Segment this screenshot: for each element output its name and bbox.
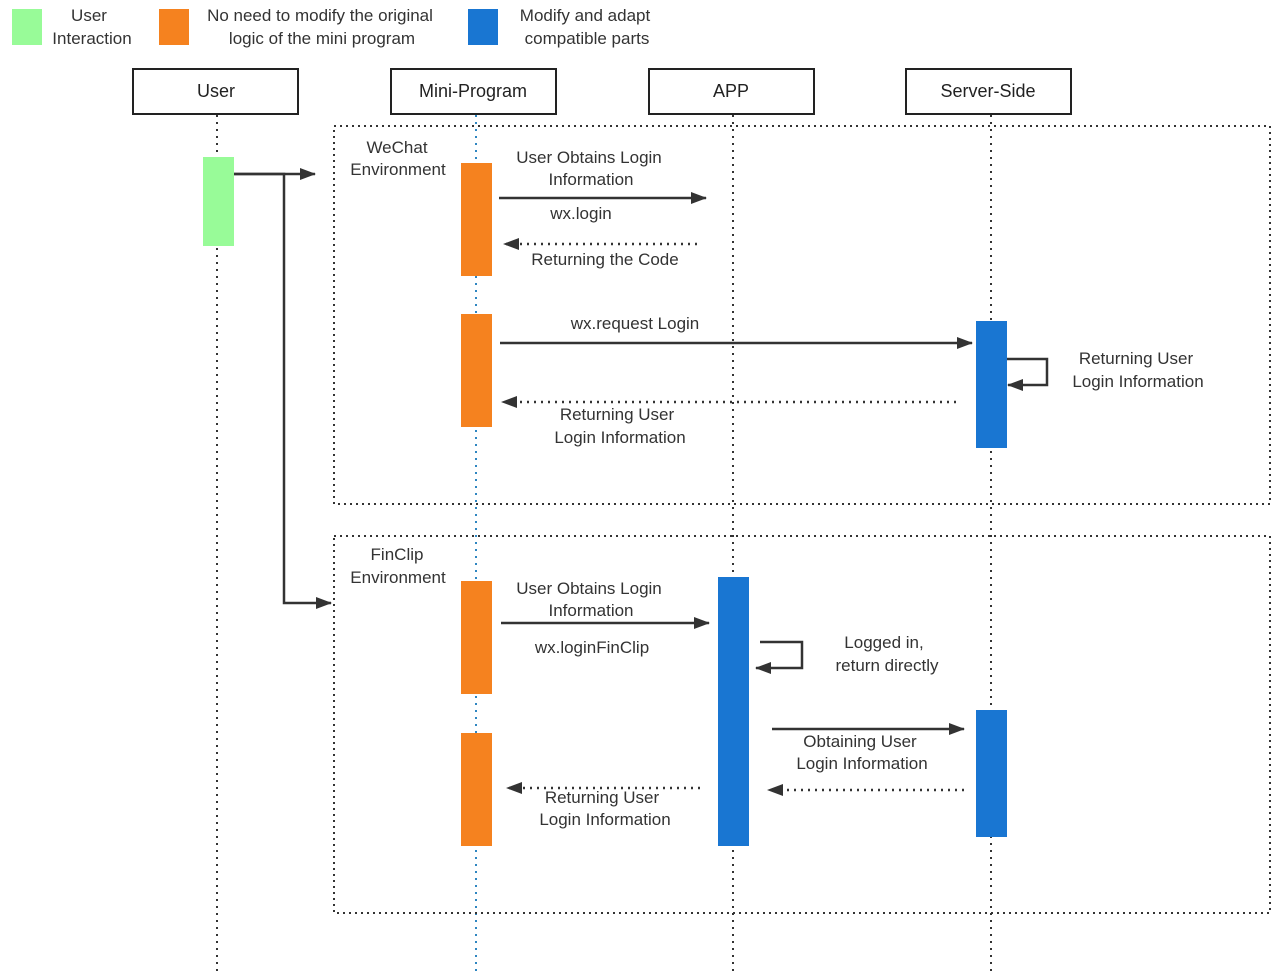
msg-fc-obtaining-line2: Login Information [796,754,927,773]
legend-adapted-line2: compatible parts [525,29,650,48]
legend-user-line1: User [71,6,107,25]
user-trigger-arrows [234,168,332,609]
participant-label-mini-program: Mini-Program [419,81,527,101]
wechat-messages: User Obtains Login Information wx.login … [499,148,1204,447]
participants: User Mini-Program APP Server-Side [132,68,1072,115]
legend-swatch-unchanged [159,9,189,45]
activation-mp-wx-login [461,163,492,276]
msg-wx-user-obtains-line1: User Obtains Login [516,148,662,167]
finclip-messages: User Obtains Login Information wx.loginF… [501,579,965,829]
activation-app-fc [718,577,749,846]
activation-server-fc [976,710,1007,837]
msg-wx-returning-code: Returning the Code [531,250,678,269]
msg-fc-return-mp-line2: Login Information [539,810,670,829]
legend-adapted-line1: Modify and adapt [520,6,651,25]
legend-unchanged-line2: logic of the mini program [229,29,415,48]
activation-mp-wx-request [461,314,492,427]
arrow-user-to-finclip [234,172,332,609]
frame-wechat [333,125,1271,505]
msg-fc-logged-in-line2: return directly [836,656,939,675]
participant-box-user [132,68,299,115]
activation-mp-fc-login [461,581,492,694]
msg-wx-login: wx.login [549,204,611,223]
activation-user [203,157,234,246]
msg-wx-server-return-line2: Login Information [1072,372,1203,391]
participant-label-user: User [197,81,235,101]
arrow-wx-server-self [1007,357,1049,391]
activations [203,157,1007,846]
participant-label-server-side: Server-Side [940,81,1035,101]
legend-user-line2: Interaction [52,29,131,48]
legend-unchanged-line1: No need to modify the original [207,6,433,25]
legend: User Interaction No need to modify the o… [12,6,650,48]
msg-fc-logged-in-line1: Logged in, [844,633,923,652]
msg-fc-login-finclip: wx.loginFinClip [534,638,649,657]
msg-wx-server-return-line1: Returning User [1079,349,1194,368]
frame-wechat-label-line1: WeChat [366,138,427,157]
msg-wx-return-mp-line1: Returning User [560,405,675,424]
activation-mp-fc-return [461,733,492,846]
participant-box-app [648,68,815,115]
frame-finclip-label-line1: FinClip [371,545,424,564]
participant-box-mini-program [390,68,557,115]
msg-fc-user-obtains-line2: Information [548,601,633,620]
legend-swatch-user [12,9,42,45]
participant-label-app: APP [713,81,749,101]
msg-wx-return-mp-line2: Login Information [554,428,685,447]
participant-box-server-side [905,68,1072,115]
activation-server-wx [976,321,1007,448]
arrow-fc-app-self [755,640,804,674]
frame-finclip [333,535,1271,914]
msg-fc-user-obtains-line1: User Obtains Login [516,579,662,598]
msg-fc-return-mp-line1: Returning User [545,788,660,807]
frame-wechat-label-line2: Environment [350,160,446,179]
msg-fc-obtaining-line1: Obtaining User [803,732,917,751]
legend-swatch-adapted [468,9,498,45]
frame-finclip-label-line2: Environment [350,568,446,587]
msg-wx-user-obtains-line2: Information [548,170,633,189]
msg-wx-request-login: wx.request Login [570,314,700,333]
